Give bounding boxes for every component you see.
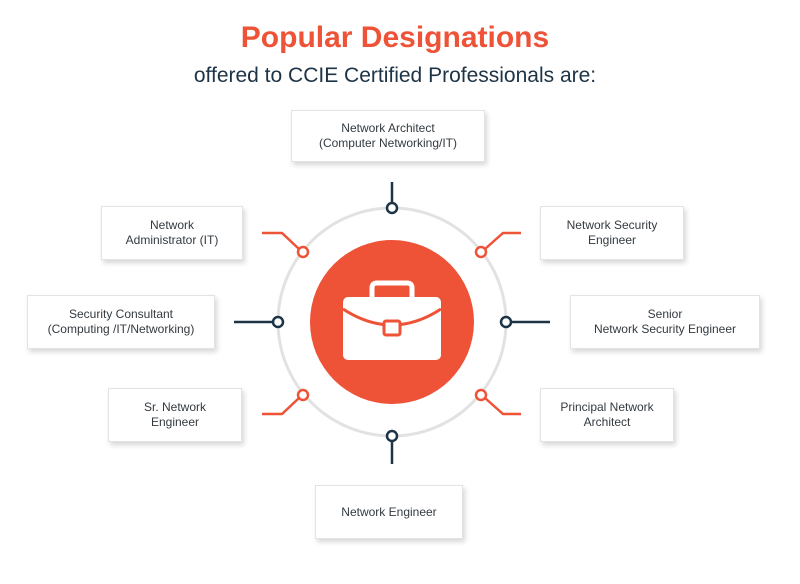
designation-box-upper-right: Network Security Engineer [540, 206, 684, 260]
connector-node-left [271, 315, 285, 329]
connector-node-bottom [385, 429, 399, 443]
connector-lower-left [262, 388, 310, 416]
designation-box-left: Security Consultant (Computing /IT/Netwo… [27, 295, 215, 349]
connector-node-lower-left [296, 388, 310, 402]
designation-box-bottom: Network Engineer [315, 485, 463, 539]
connector-node-right [499, 315, 513, 329]
connector-node-lower-right [474, 388, 488, 402]
connector-upper-left [262, 231, 310, 259]
connector-left [234, 315, 285, 329]
designation-label: Network Administrator (IT) [125, 218, 219, 247]
page-title: Popular Designations [240, 21, 550, 54]
designation-box-right: Senior Network Security Engineer [570, 295, 760, 349]
connector-upper-right [474, 231, 521, 259]
designation-label: Sr. Network Engineer [143, 400, 206, 429]
connector-node-upper-left [296, 245, 310, 259]
connector-node-upper-right [474, 245, 488, 259]
connector-node-top [385, 201, 399, 215]
designation-box-lower-left: Sr. Network Engineer [108, 388, 242, 442]
designation-label: Senior Network Security Engineer [593, 307, 737, 336]
briefcase-icon [342, 280, 442, 360]
designation-label: Network Security Engineer [566, 218, 658, 247]
designation-label: Network Architect (Computer Networking/I… [318, 121, 458, 150]
page-subtitle: offered to CCIE Certified Professionals … [193, 64, 597, 87]
designation-label: Principal Network Architect [560, 400, 654, 429]
connector-right [499, 315, 550, 329]
designation-box-lower-right: Principal Network Architect [540, 388, 674, 442]
designation-box-upper-left: Network Administrator (IT) [101, 206, 243, 260]
connector-lower-right [474, 388, 521, 416]
designation-box-top: Network Architect (Computer Networking/I… [291, 110, 485, 162]
designation-label: Network Engineer [341, 504, 437, 519]
connector-top [385, 182, 399, 215]
connector-bottom [385, 429, 399, 464]
designation-label: Security Consultant (Computing /IT/Netwo… [47, 307, 195, 336]
